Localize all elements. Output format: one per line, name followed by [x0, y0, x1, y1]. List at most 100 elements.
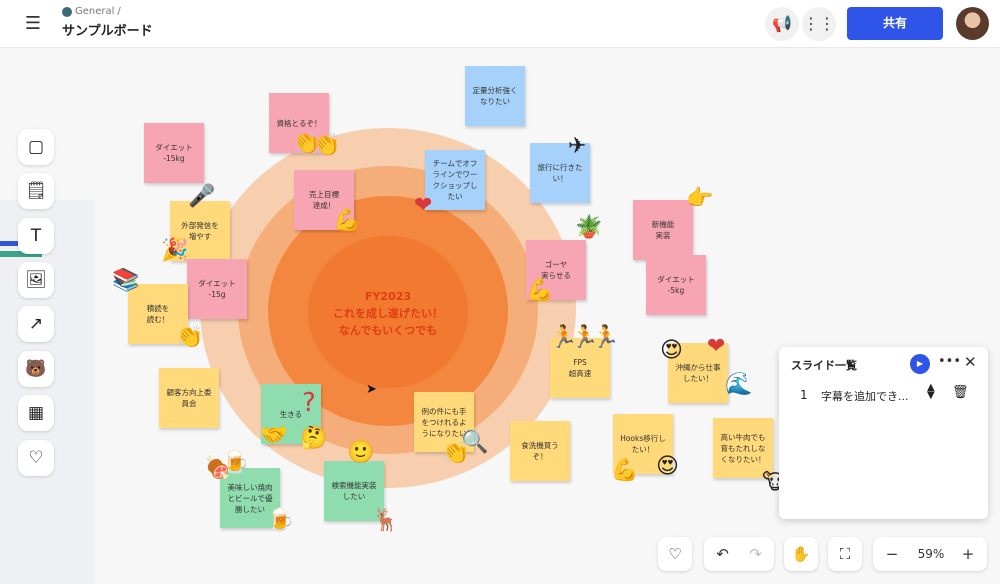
board-title[interactable]: サンプルボード	[62, 24, 153, 39]
redo-icon[interactable]: ↷	[749, 545, 762, 563]
reaction-control: ♡	[658, 537, 692, 571]
sticky-note[interactable]: 資格とるぞ！	[269, 93, 329, 153]
zoom-out-icon[interactable]: −	[885, 545, 899, 563]
text-icon[interactable]: T	[18, 218, 54, 254]
side-panel-background	[0, 200, 95, 584]
onigiri-icon[interactable]: 🙂	[347, 440, 375, 465]
sticky-note[interactable]: 生きる	[261, 384, 321, 444]
sticky-note[interactable]: チームでオフ ラインでワー クショップし たい	[425, 150, 485, 210]
square-shape-icon[interactable]: ▢	[18, 129, 54, 165]
party-popper-icon[interactable]: 🎉	[161, 238, 189, 263]
clapping-hands-icon[interactable]: 👏	[442, 441, 470, 466]
share-button[interactable]: 共有	[847, 7, 943, 40]
plant-pot-icon[interactable]: 🪴	[575, 215, 603, 240]
handshake-icon[interactable]: 🤝	[260, 423, 288, 448]
wave-icon[interactable]: 🌊	[725, 372, 753, 397]
sticky-note[interactable]: 売上目標 達成！	[294, 170, 354, 230]
reaction-heart-icon[interactable]: ♡	[18, 440, 54, 476]
running-person-icon[interactable]: 🏃	[592, 325, 620, 350]
workspace-breadcrumb[interactable]: General /	[62, 6, 121, 17]
target-ring-center	[308, 236, 468, 388]
hand-tool-control: ✋	[784, 537, 818, 571]
board-goal-text[interactable]: FY2023 これを成し遂げたい！ なんでもいくつでも	[316, 288, 460, 339]
sticky-note[interactable]: ゴーヤ 実らせる	[526, 240, 586, 300]
sticky-note[interactable]: 新機能 実装	[633, 200, 693, 260]
running-person-icon[interactable]: 🏃	[550, 325, 578, 350]
magnifying-glass-icon[interactable]: 🔍	[461, 430, 489, 455]
announcement-icon[interactable]: 📢	[765, 7, 799, 41]
airplane-icon[interactable]: ✈	[568, 134, 587, 159]
clapping-hands-icon[interactable]: 👏	[176, 325, 204, 350]
slide-number: 1	[800, 388, 808, 402]
panel-accent-bar	[0, 251, 42, 257]
zoom-in-icon[interactable]: +	[961, 545, 975, 563]
sticky-note[interactable]: 沖縄から仕事 したい！	[668, 343, 728, 403]
trash-icon[interactable]: 🗑	[952, 385, 969, 400]
hand-icon[interactable]: ✋	[791, 545, 811, 563]
sticky-note[interactable]: ダイエット -15kg	[144, 123, 204, 183]
connector-icon[interactable]: ↗	[18, 306, 54, 342]
apps-grid-icon[interactable]: ⋮⋮	[802, 7, 836, 41]
fit-control: ⛶	[828, 537, 862, 571]
books-icon[interactable]: 📚	[112, 268, 140, 293]
workspace-name: General	[75, 6, 115, 17]
sticky-note[interactable]: ダイエット -15g	[187, 259, 247, 319]
clapping-hands-icon[interactable]: 👏	[293, 131, 321, 156]
sticker-icon[interactable]: 🐻	[18, 351, 54, 387]
sticky-note-icon[interactable]: 🗒	[18, 173, 54, 209]
undo-icon[interactable]: ↶	[716, 545, 729, 563]
flexed-biceps-icon[interactable]: 💪	[611, 458, 639, 483]
breadcrumb-separator: /	[117, 6, 121, 17]
question-mark-icon[interactable]: ?	[302, 388, 316, 418]
deer-icon[interactable]: 🦌	[372, 508, 400, 533]
more-options-icon[interactable]: •••	[938, 354, 962, 369]
beer-mug-icon[interactable]: 🍺	[267, 508, 295, 533]
meat-icon[interactable]: 🍖	[204, 456, 232, 481]
sticky-note[interactable]: 食洗機買う ぞ！	[510, 421, 570, 481]
flexed-biceps-icon[interactable]: 💪	[526, 278, 554, 303]
fit-to-screen-icon[interactable]: ⛶	[839, 545, 851, 563]
thinking-face-icon[interactable]: 🤔	[300, 426, 328, 451]
sticky-note[interactable]: 検索機能実装 したい	[324, 461, 384, 521]
close-icon[interactable]: ✕	[964, 353, 977, 371]
history-control: ↶ ↷	[704, 537, 774, 571]
sticky-note[interactable]: ダイエット -5kg	[646, 255, 706, 315]
beer-mug-icon[interactable]: 🍺	[222, 450, 250, 475]
reorder-icon[interactable]: ▲▼	[927, 382, 935, 401]
template-icon[interactable]: ▦	[18, 395, 54, 431]
heart-icon[interactable]: ❤	[707, 334, 726, 359]
panel-accent-bar	[0, 241, 30, 246]
play-icon[interactable]: ▶	[910, 354, 930, 374]
top-bar: ☰ General / サンプルボード 📢 ⋮⋮ 共有	[0, 0, 1000, 48]
heart-icon[interactable]: ❤	[414, 193, 433, 218]
sticky-note[interactable]: 例の件にも手 をつけれるよ うになりたい	[414, 392, 474, 452]
sticky-note[interactable]: 外部発信を 増やす	[170, 201, 230, 261]
zoom-control: − 59% +	[873, 537, 987, 571]
user-avatar[interactable]	[956, 7, 989, 40]
slide-list-panel: スライド一覧 ▶ ••• ✕ 1 字幕を追加でき... ▲▼ 🗑	[779, 347, 988, 519]
workspace-icon	[62, 6, 72, 17]
sticky-note[interactable]: 旅行に行きた い！	[530, 143, 590, 203]
sticky-note[interactable]: 定量分析強く なりたい	[465, 66, 525, 126]
hamburger-icon[interactable]: ☰	[24, 13, 42, 34]
heart-eyes-face-icon[interactable]: 😍	[660, 338, 683, 363]
sticky-note[interactable]: 顧客方向上委 員会	[159, 368, 219, 428]
sticky-note[interactable]: Hooks移行し たい！	[613, 414, 673, 474]
pointing-hand-icon[interactable]: 👉	[686, 186, 714, 211]
heart-outline-icon[interactable]: ♡	[668, 545, 682, 563]
heart-eyes-face-icon[interactable]: 😍	[656, 454, 679, 479]
goal-line-2: これを成し遂げたい！	[333, 307, 443, 320]
zoom-level[interactable]: 59%	[917, 547, 945, 561]
clapping-hands-icon[interactable]: 👏	[313, 133, 341, 158]
goal-line-1: FY2023	[364, 290, 412, 303]
microphone-icon[interactable]: 🎤	[188, 184, 216, 209]
flexed-biceps-icon[interactable]: 💪	[333, 208, 361, 233]
sticky-note[interactable]: FPS 超高速	[550, 338, 610, 398]
slide-title[interactable]: 字幕を追加でき...	[821, 390, 909, 403]
sticky-note[interactable]: 美味しい焼肉 とビールで優 勝したい	[220, 468, 280, 528]
sticky-note[interactable]: 積読を 読む！	[128, 284, 188, 344]
sticky-note[interactable]: 高い牛肉でも 育もたれしな くなりたい！	[713, 418, 773, 478]
slide-list-title: スライド一覧	[791, 359, 857, 372]
running-person-icon[interactable]: 🏃	[571, 325, 599, 350]
image-icon[interactable]: 🖼	[18, 262, 54, 298]
